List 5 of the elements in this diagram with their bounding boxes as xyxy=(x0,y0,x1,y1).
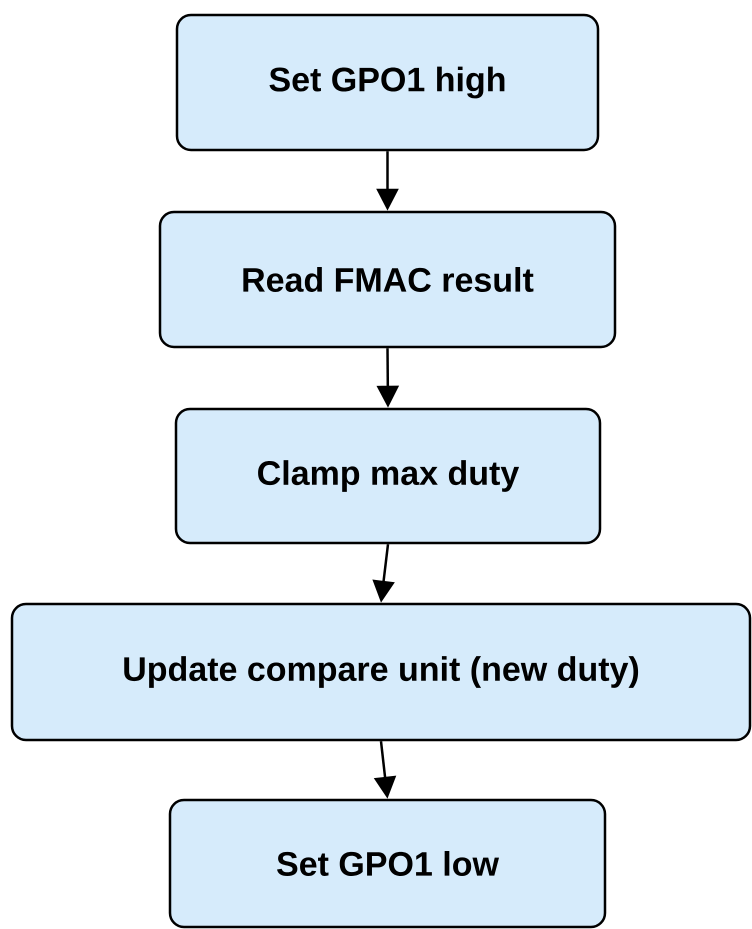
process-box: Clamp max duty xyxy=(174,408,602,544)
process-box: Read FMAC result xyxy=(158,210,616,348)
process-box: Update compare unit (new duty) xyxy=(10,602,752,742)
process-box: Set GPO1 low xyxy=(168,798,606,928)
process-box: Set GPO1 high xyxy=(176,14,600,152)
